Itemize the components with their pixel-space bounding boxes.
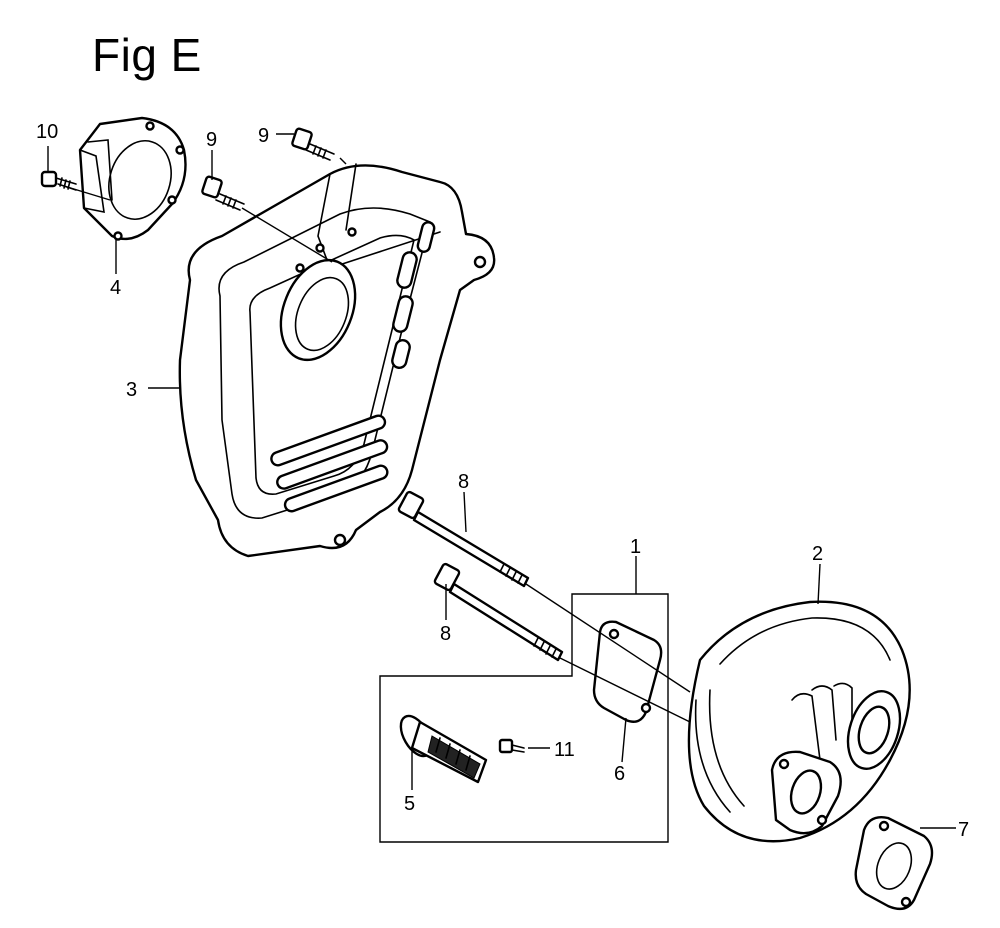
callout-4: 4 xyxy=(110,277,121,299)
callout-11: 11 xyxy=(554,739,575,761)
figure-title: Fig E xyxy=(92,29,202,81)
part-5-spark-arrester xyxy=(399,714,488,784)
part-9-bolt-right xyxy=(291,127,335,161)
part-11-screw xyxy=(498,738,525,754)
callout-5: 5 xyxy=(404,793,415,815)
callout-3: 3 xyxy=(126,379,137,401)
callout-8-upper: 8 xyxy=(458,471,469,493)
part-2-muffler xyxy=(687,600,911,843)
callout-leaders xyxy=(47,133,956,829)
callout-6: 6 xyxy=(614,763,625,785)
part-6-plate xyxy=(592,620,663,723)
group-bracket-1 xyxy=(379,593,669,843)
callout-9-right: 9 xyxy=(258,125,269,147)
part-10-screw xyxy=(40,170,77,191)
callout-10: 10 xyxy=(36,121,58,143)
part-9-bolt-left xyxy=(201,175,245,211)
guide-lines xyxy=(63,157,691,723)
callout-1: 1 xyxy=(630,536,641,558)
callout-8-lower: 8 xyxy=(440,623,451,645)
callout-2: 2 xyxy=(812,543,823,565)
callout-7: 7 xyxy=(958,819,969,841)
part-8-long-bolt-upper xyxy=(397,490,530,588)
part-7-gasket xyxy=(854,816,934,911)
part-8-long-bolt-lower xyxy=(433,562,564,662)
part-4-deflector xyxy=(78,116,187,241)
callout-9-left: 9 xyxy=(206,129,217,151)
part-3-muffler-protector xyxy=(178,163,496,558)
